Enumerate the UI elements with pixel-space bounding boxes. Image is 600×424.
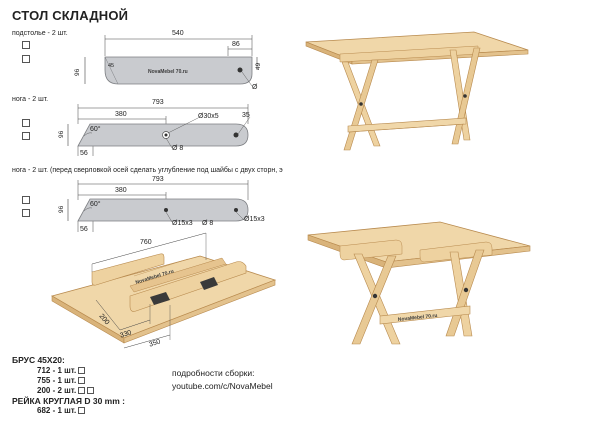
bom-row: 712 - 1 шт. (37, 366, 86, 375)
checkbox[interactable] (22, 119, 30, 127)
checkbox[interactable] (22, 132, 30, 140)
dim-56-leg2: 56 (80, 226, 88, 233)
part-top-label: подстолье - 2 шт. (12, 30, 68, 37)
dim-h3: Ø15x3 (244, 216, 265, 223)
part-leg1-label: нога - 2 шт. (12, 96, 49, 103)
dim-86: 86 (232, 41, 240, 48)
dim-angle-leg2: 60° (90, 201, 101, 208)
bom-row: 200 - 2 шт. (37, 386, 95, 395)
checkbox[interactable] (22, 209, 30, 217)
table-stamp: NovaMebel 70.ru (398, 313, 438, 323)
dim-h1: Ø15x3 (172, 220, 193, 227)
checkbox[interactable] (22, 41, 30, 49)
checkbox[interactable] (78, 407, 86, 414)
checkbox[interactable] (22, 196, 30, 204)
dim-760: 760 (140, 239, 152, 246)
bom-rail-title: РЕЙКА КРУГЛАЯ D 30 mm : (12, 396, 125, 406)
dim-540: 540 (172, 30, 184, 37)
dim-56: 56 (80, 150, 88, 157)
part-top-stamp: NovaMebel 70.ru (148, 69, 188, 75)
bom-brus-title: БРУС 45X20: (12, 355, 65, 365)
bom-row: 682 - 1 шт. (37, 406, 86, 415)
checkbox[interactable] (22, 55, 30, 63)
info-heading: подробности сборки: (172, 368, 255, 378)
page-title: СТОЛ СКЛАДНОЙ (12, 8, 129, 23)
checkbox[interactable] (78, 387, 86, 394)
dim-45: 45 (108, 63, 115, 69)
dim-hole: Ø30x5 (198, 113, 219, 120)
checkbox[interactable] (78, 367, 86, 374)
info-link[interactable]: youtube.com/c/NovaMebel (172, 381, 273, 391)
part-leg2-label: нога - 2 шт. (перед сверловкой осей сдел… (12, 167, 283, 174)
dim-380-leg2: 380 (115, 187, 127, 194)
dim-angle: 60° (90, 126, 101, 133)
dim-793-leg2: 793 (152, 176, 164, 183)
dim-dia: Ø (252, 84, 258, 91)
dim-35: 35 (242, 112, 250, 119)
checkbox[interactable] (87, 387, 95, 394)
bom-row: 755 - 1 шт. (37, 376, 86, 385)
checkbox[interactable] (78, 377, 86, 384)
dim-pin: Ø 8 (172, 145, 184, 152)
dim-380: 380 (115, 111, 127, 118)
dim-793: 793 (152, 99, 164, 106)
dim-h2: Ø 8 (202, 220, 214, 227)
